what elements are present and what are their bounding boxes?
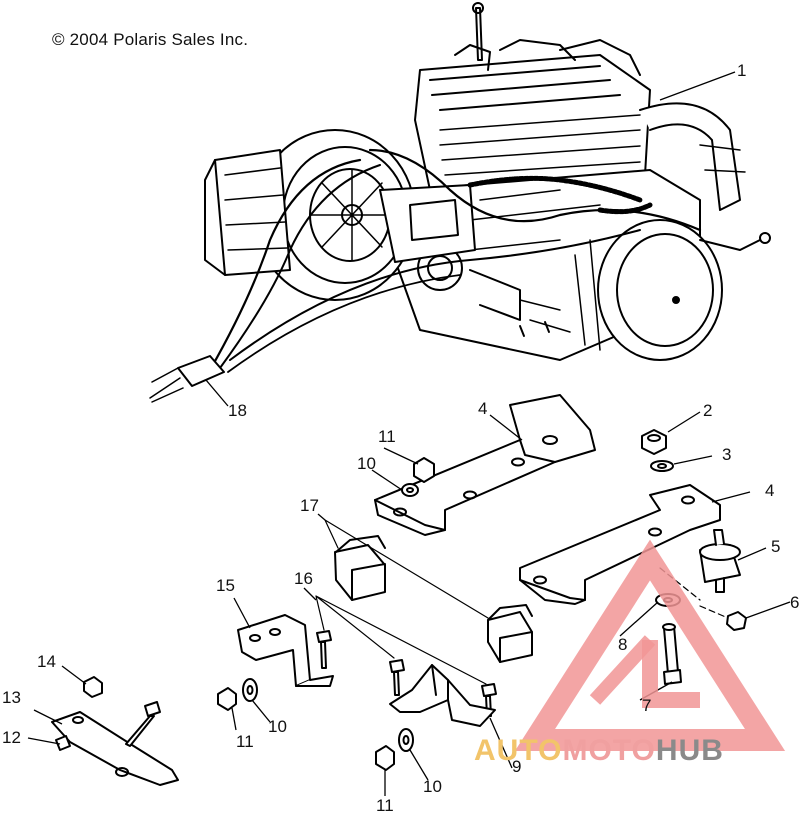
washer-10a xyxy=(401,483,419,497)
watermark-part-auto: AUTO xyxy=(474,734,563,767)
callout-3: 3 xyxy=(722,445,732,464)
watermark-part-moto: MOTO xyxy=(562,734,656,767)
callout-5: 5 xyxy=(771,537,781,556)
callout-11-a: 11 xyxy=(378,427,396,446)
callout-11-b: 11 xyxy=(236,732,254,751)
motor-mount-lower xyxy=(519,484,721,605)
watermark-logo-icon xyxy=(514,539,786,751)
callout-18: 18 xyxy=(228,401,247,420)
washer-3 xyxy=(650,460,674,472)
nut-6 xyxy=(726,611,747,631)
nut-2 xyxy=(641,429,667,455)
bracket-15 xyxy=(237,614,334,687)
callout-7: 7 xyxy=(642,696,652,715)
callout-6: 6 xyxy=(790,593,800,612)
rubber-mount-5 xyxy=(699,529,741,593)
callout-2: 2 xyxy=(703,401,713,420)
callout-11-c: 11 xyxy=(376,796,394,814)
nut-11b xyxy=(217,687,237,711)
plate-13 xyxy=(51,711,179,786)
bolt-12 xyxy=(55,735,71,751)
callout-14: 14 xyxy=(37,652,56,671)
rubber-block-17b xyxy=(487,604,533,663)
callout-10-a: 10 xyxy=(357,454,376,473)
stud-plate xyxy=(125,701,161,747)
rubber-block-17a xyxy=(334,535,386,601)
callout-4-upper: 4 xyxy=(478,399,488,418)
bolt-7 xyxy=(662,623,682,685)
harness-connector xyxy=(149,355,225,403)
callout-15: 15 xyxy=(216,576,235,595)
watermark-part-hub: HUB xyxy=(655,734,724,767)
callout-4-lower: 4 xyxy=(765,481,775,500)
callout-13: 13 xyxy=(2,688,21,707)
bolt-16a xyxy=(316,630,332,669)
callout-16: 16 xyxy=(294,569,313,588)
bolt-16b xyxy=(389,659,405,696)
callout-12: 12 xyxy=(2,728,21,747)
nut-11c xyxy=(375,745,395,771)
watermark-text: AUTOMOTOHUB xyxy=(474,736,724,766)
callout-10-b: 10 xyxy=(268,717,287,736)
bracket-9 xyxy=(389,664,496,727)
callout-8: 8 xyxy=(618,635,628,654)
engine-assembly xyxy=(204,2,771,373)
callout-9: 9 xyxy=(512,757,522,776)
nut-11a xyxy=(413,457,435,483)
washer-10c xyxy=(398,728,414,752)
callout-17: 17 xyxy=(300,496,319,515)
motor-mount-upper xyxy=(374,394,596,536)
copyright-notice: © 2004 Polaris Sales Inc. xyxy=(52,30,249,49)
nut-14 xyxy=(83,676,103,698)
callout-1: 1 xyxy=(737,61,747,80)
washer-10b xyxy=(242,678,258,702)
callout-10-c: 10 xyxy=(423,777,442,796)
